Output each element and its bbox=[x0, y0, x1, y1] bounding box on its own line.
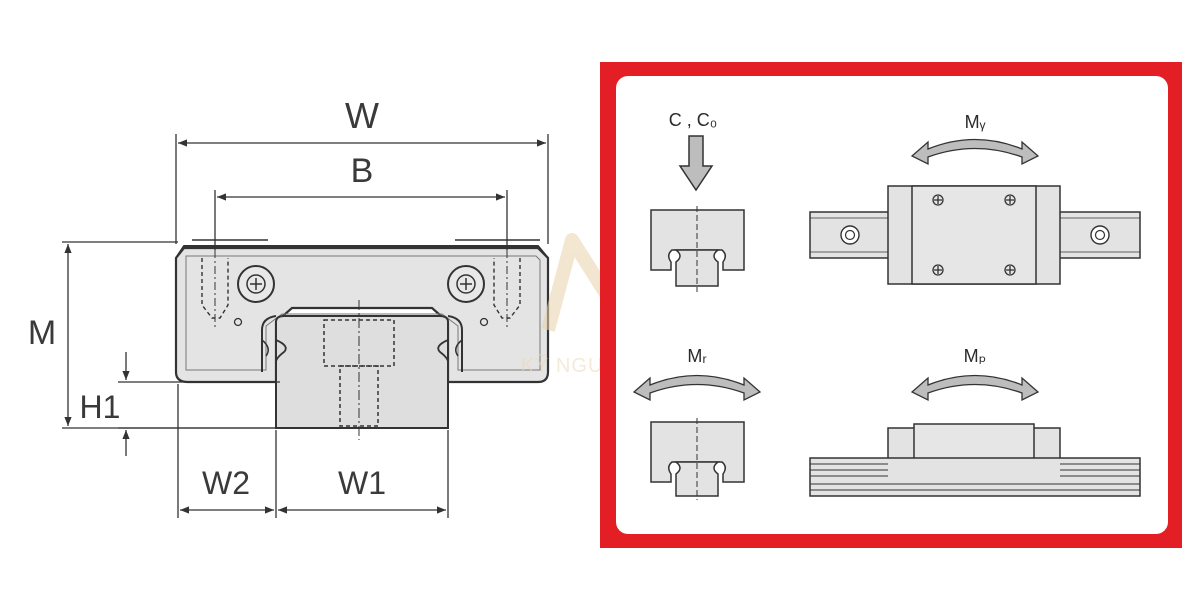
rolling-moment-view: Mᵣ bbox=[632, 346, 762, 500]
dimension-w2-label: W2 bbox=[202, 465, 250, 501]
yawing-moment-view: Mᵧ bbox=[809, 112, 1141, 285]
pitching-moment-label: Mₚ bbox=[964, 346, 987, 366]
dimension-m: M bbox=[28, 241, 280, 429]
dimension-w: W bbox=[175, 95, 549, 244]
dimension-w-label: W bbox=[345, 95, 379, 136]
dimension-w1-label: W1 bbox=[338, 465, 386, 501]
dimension-w2-w1: W2 W1 bbox=[177, 384, 449, 518]
dimension-h1-label: H1 bbox=[80, 389, 121, 425]
dimension-m-label: M bbox=[28, 314, 56, 352]
curved-double-arrow-icon bbox=[910, 138, 1040, 166]
load-directions-panel: C , C₀ Mᵧ bbox=[600, 62, 1182, 548]
yawing-moment-label: Mᵧ bbox=[965, 112, 986, 132]
radial-load-view: C , C₀ bbox=[650, 110, 745, 292]
rolling-moment-label: Mᵣ bbox=[687, 346, 706, 366]
dimension-b: B bbox=[214, 152, 508, 250]
curved-double-arrow-icon bbox=[910, 374, 1040, 402]
bolt-head-icon bbox=[447, 265, 485, 303]
pitching-moment-view: Mₚ bbox=[809, 346, 1141, 497]
dimension-b-label: B bbox=[351, 152, 374, 190]
radial-load-label: C , C₀ bbox=[669, 110, 717, 130]
dimension-h1: H1 bbox=[80, 352, 280, 456]
bolt-head-icon bbox=[237, 265, 275, 303]
curved-double-arrow-icon bbox=[632, 374, 762, 402]
down-arrow-icon bbox=[678, 135, 714, 192]
cross-section-view: W B M H1 bbox=[28, 95, 550, 518]
